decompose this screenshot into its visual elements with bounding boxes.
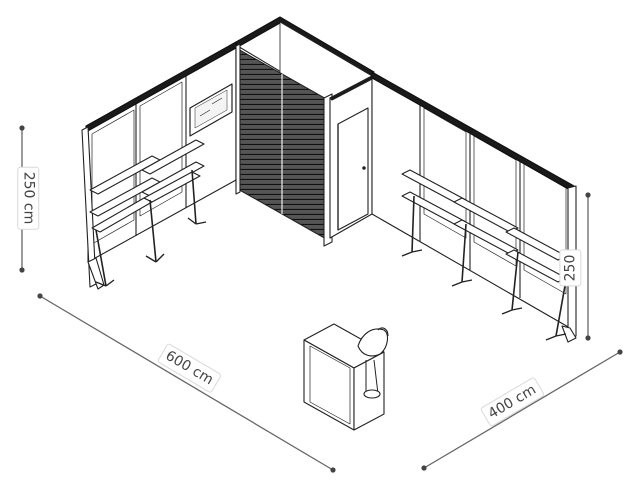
- poster-frame: [189, 83, 233, 137]
- left-wall: [81, 41, 237, 290]
- height-right-label: 250: [559, 249, 582, 287]
- right-shelving: [401, 169, 567, 341]
- dimension-lines: [19, 125, 623, 473]
- height-left-label: 250 cm: [17, 166, 40, 230]
- width-front-dimension: [37, 293, 336, 473]
- booth: [81, 16, 577, 431]
- left-shelving: [89, 139, 207, 287]
- reception-counter: [303, 323, 389, 431]
- height-right-dimension: [585, 192, 591, 341]
- storage-room: [235, 16, 375, 247]
- stool: [357, 327, 389, 399]
- depth-right-dimension: [421, 349, 623, 471]
